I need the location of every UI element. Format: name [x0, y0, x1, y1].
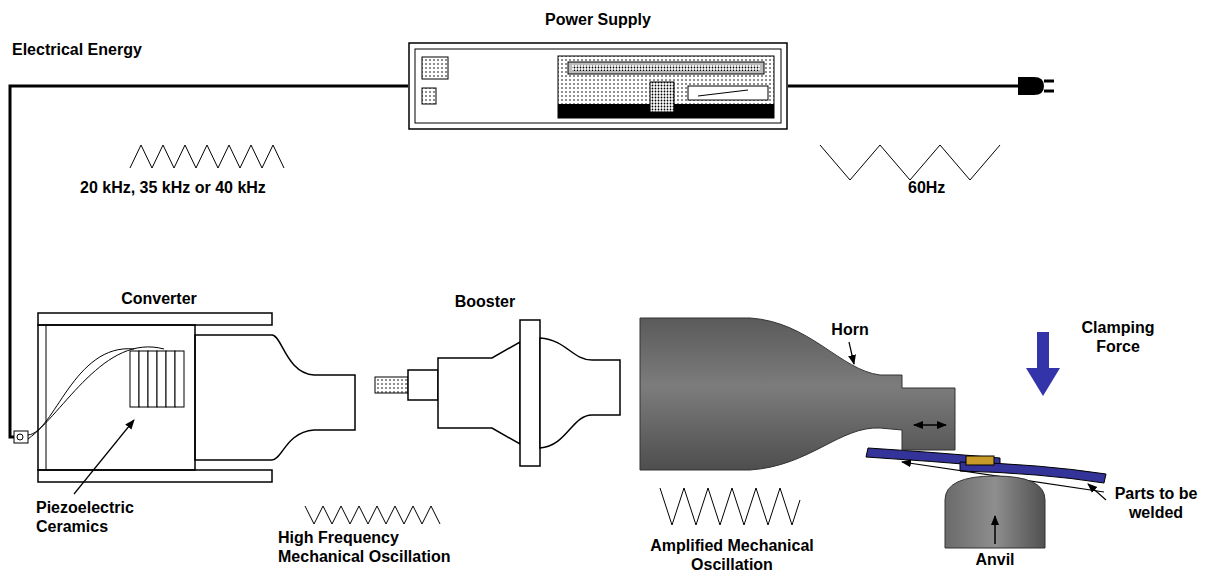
waveform-20khz — [130, 145, 284, 168]
anvil-label: Anvil — [955, 550, 1035, 569]
booster: Booster — [372, 318, 624, 468]
converter-housing — [14, 313, 359, 483]
clamping-force-arrow — [1026, 332, 1060, 396]
power-supply-label: Power Supply — [408, 10, 788, 29]
part-label: Parts to be welded — [1106, 484, 1206, 522]
leader-line — [74, 420, 134, 494]
horn: Horn — [640, 318, 958, 473]
power-cord — [788, 77, 1054, 95]
anvil: Anvil — [945, 476, 1045, 548]
waveform-amplified — [660, 488, 800, 525]
horn-body — [640, 318, 958, 473]
force-label: Clamping Force — [1070, 318, 1166, 356]
signal-label: Electrical Energy — [12, 40, 182, 59]
waveform-60hz — [820, 145, 1000, 180]
power-cable — [10, 86, 408, 437]
anvil-body — [945, 476, 1045, 548]
power-supply: Power Supply — [408, 42, 788, 130]
converter-label: Converter — [104, 289, 214, 308]
frequency-label: 60Hz — [908, 178, 978, 197]
converter: Converter — [14, 313, 359, 483]
power-supply-unit — [408, 42, 788, 130]
oscillation-label: High Frequency Mechanical Oscillation — [278, 528, 478, 566]
horn-label: Horn — [820, 320, 880, 339]
frequency-label: 20 kHz, 35 kHz or 40 kHz — [80, 178, 310, 197]
booster-label: Booster — [430, 292, 540, 311]
oscillation-label: Amplified Mechanical Oscillation — [632, 536, 832, 574]
part-label: Piezoelectric Ceramics — [36, 498, 156, 536]
leader-line — [1088, 484, 1106, 500]
booster-body — [372, 318, 624, 468]
waveform-high-frequency — [305, 506, 440, 524]
